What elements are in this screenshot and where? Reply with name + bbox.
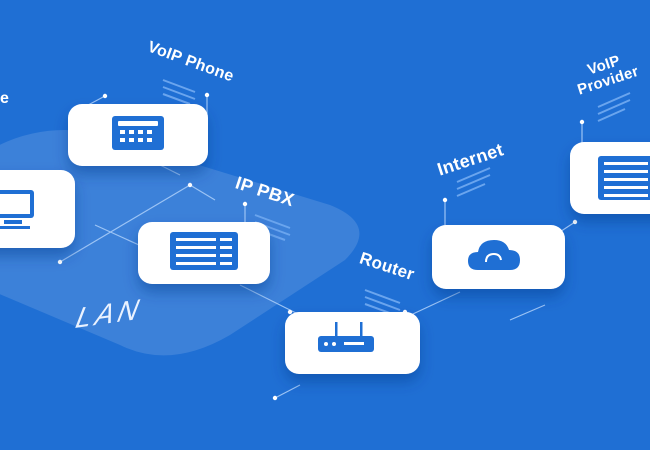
provider-server-icon xyxy=(598,156,650,200)
voip-provider-node[interactable] xyxy=(570,142,650,214)
internet-node[interactable] xyxy=(432,225,565,289)
cloud-icon xyxy=(468,240,520,270)
phone-icon xyxy=(112,116,164,150)
computer-node[interactable] xyxy=(0,170,75,248)
computer-icon xyxy=(0,190,34,229)
server-icon xyxy=(170,232,238,270)
router-node[interactable] xyxy=(285,312,420,374)
ip-pbx-node[interactable] xyxy=(138,222,270,284)
router-icon xyxy=(318,322,374,352)
voip-phone-node[interactable] xyxy=(68,104,208,166)
connector-dots xyxy=(57,92,585,401)
computer-label-partial: e xyxy=(0,90,10,107)
